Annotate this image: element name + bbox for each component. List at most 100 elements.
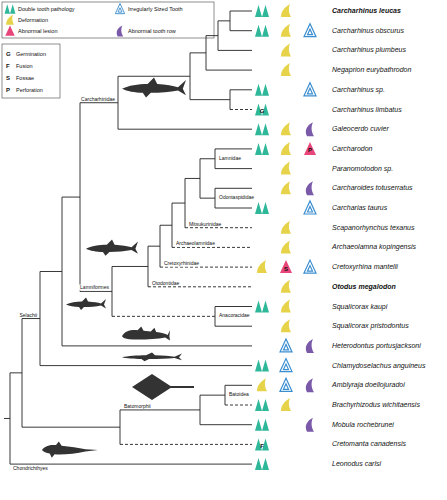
skate-silhouette <box>132 374 194 400</box>
double-tooth-icon <box>255 419 269 431</box>
tree-branch <box>200 395 201 425</box>
taxon-name: Brachyrhizodus wichitaensis <box>332 401 420 409</box>
deformation-icon <box>281 280 291 293</box>
legend-frame <box>2 2 214 38</box>
tree-branch <box>190 99 230 100</box>
taxon-name: Paranomotodon sp. <box>332 165 393 173</box>
clade-label: Batoidea <box>228 392 250 398</box>
tree-branch <box>10 372 22 373</box>
taxon-name: Leonodus carlsi <box>332 460 381 468</box>
double-tooth-icon <box>255 202 269 214</box>
tree-branch <box>112 266 148 267</box>
tree-branch <box>62 345 252 346</box>
taxon-name: Chlamydoselachus anguineus <box>332 362 425 370</box>
taxon-name: Amblyraja doellojuradoi <box>332 381 405 389</box>
irregular-tooth-icon <box>304 83 316 96</box>
shark-silhouette <box>86 240 138 256</box>
legend-item: Abnormal lesion <box>4 25 57 37</box>
taxon-name: Carcharhinus sp. <box>332 86 385 94</box>
irregular-tooth-icon <box>304 260 316 273</box>
deformation-icon <box>281 221 291 234</box>
tree-branch <box>118 129 252 130</box>
tree-branch <box>120 410 121 444</box>
pathology-marker <box>281 63 291 76</box>
tree-branch <box>215 149 216 169</box>
pathology-marker <box>257 378 267 391</box>
deformation-icon <box>6 15 14 25</box>
irregular-tooth-icon <box>280 359 292 372</box>
pathology-marker <box>304 83 316 96</box>
tree-branch <box>62 197 80 198</box>
legend-item: Fossae <box>16 75 34 81</box>
tooth-row-icon <box>306 418 314 432</box>
taxon-name: Galeocerdo cuvier <box>332 125 389 133</box>
deformation-icon <box>281 4 291 17</box>
tree-branch <box>218 50 252 51</box>
double-tooth-icon <box>255 458 269 470</box>
pathology-marker <box>281 122 291 135</box>
legend-item: Deformation <box>4 14 48 26</box>
pathology-marker <box>255 25 269 37</box>
tree-branch <box>148 246 149 287</box>
legend-text: Double tooth pathology <box>18 6 75 12</box>
tree-branch <box>230 11 252 12</box>
clade-label: Lamnidae <box>218 156 242 162</box>
tree-branch <box>120 409 200 410</box>
legend-item: Fusion <box>16 63 33 69</box>
legend-text: Irregularly Sized Tooth <box>128 6 183 12</box>
pathology-marker <box>281 300 291 313</box>
tree-branch <box>200 198 215 199</box>
pathology-marker <box>255 202 269 214</box>
deformation-icon <box>281 122 291 135</box>
legend-swatch <box>114 3 126 15</box>
tree-branch <box>230 30 252 31</box>
deformation-icon <box>281 398 291 411</box>
tree-branch <box>200 158 215 159</box>
pathology-marker <box>281 319 291 332</box>
tree-branch <box>218 21 219 51</box>
taxon-name: Negaprion eurybathrodon <box>332 66 411 74</box>
double-tooth-icon <box>255 143 269 155</box>
double-tooth-icon <box>255 301 269 313</box>
deformation-icon <box>281 63 291 76</box>
pathology-marker <box>281 398 291 411</box>
tree-branch <box>215 188 252 189</box>
clade-label: Anacoracidae <box>218 314 251 320</box>
deformation-icon <box>281 43 291 56</box>
double-tooth-icon <box>255 438 269 450</box>
legend-item: Germination <box>16 51 46 57</box>
taxon-name: Heterodontus portusjacksoni <box>332 342 421 350</box>
pathology-marker <box>255 143 269 155</box>
tooth-row-icon <box>306 339 314 353</box>
tree-branch <box>160 225 172 226</box>
pathology-marker <box>255 123 269 135</box>
clade-label: Chondrichthyes <box>12 466 49 472</box>
tree-branch <box>200 395 225 396</box>
double-tooth-icon <box>255 123 269 135</box>
tree-branch <box>172 203 185 204</box>
clade-label: Cretoxyrhinidae <box>163 261 200 267</box>
key-letter: P <box>6 87 10 94</box>
frilled-shark-silhouette <box>122 352 182 361</box>
tree-branch <box>80 102 118 103</box>
irregular-tooth-icon <box>280 339 292 352</box>
pathology-marker <box>281 142 291 155</box>
tooth-row-icon <box>306 181 314 195</box>
pathology-letter: F <box>260 443 264 449</box>
pathology-marker <box>281 181 291 194</box>
taxon-name: Carcharias taurus <box>332 204 387 212</box>
tree-branch <box>225 385 226 405</box>
pathology-marker <box>255 104 269 116</box>
tree-branch <box>22 319 23 428</box>
pathology-marker <box>255 5 269 17</box>
deformation-icon <box>281 319 291 332</box>
pathology-marker <box>257 260 267 273</box>
clade-label: Carcharhinidae <box>80 96 116 102</box>
double-tooth-icon <box>255 84 269 96</box>
tree-branch <box>215 208 252 209</box>
pathology-marker <box>255 438 269 450</box>
key-letter: F <box>6 63 10 70</box>
tree-branch <box>206 70 252 71</box>
tree-branch <box>40 271 62 272</box>
pathology-marker <box>304 24 316 37</box>
